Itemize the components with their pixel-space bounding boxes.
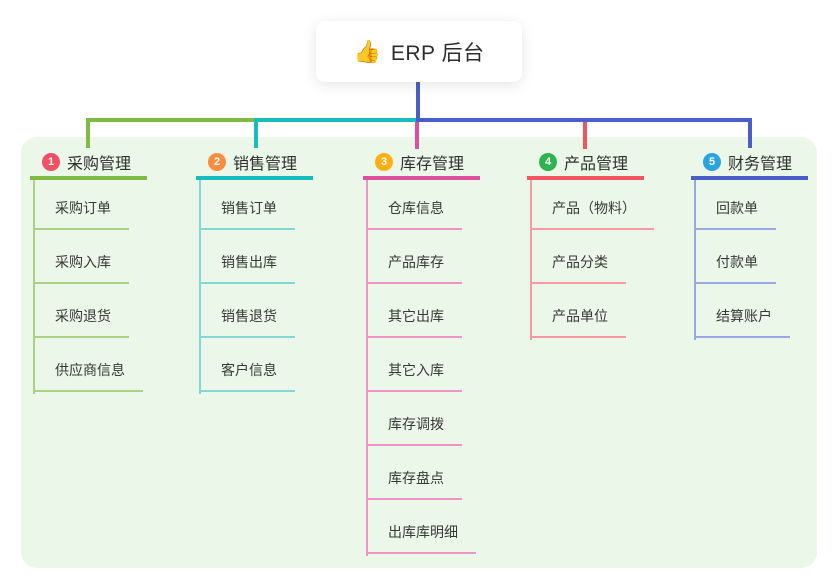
branch-drop-line-inventory <box>415 122 419 149</box>
branch-spine-line <box>199 180 201 394</box>
child-node[interactable]: 供应商信息 <box>33 360 143 392</box>
child-node[interactable]: 产品单位 <box>530 306 626 338</box>
branch-sales-management: 2 销售管理 销售订单 销售出库 销售退货 客户信息 <box>196 148 313 394</box>
child-row: 回款单 <box>694 180 808 230</box>
bus-line-middle <box>254 118 418 122</box>
branch-number-badge: 3 <box>375 153 393 171</box>
branch-product-management: 4 产品管理 产品（物料） 产品分类 产品单位 <box>527 148 654 340</box>
branch-drop-line-product <box>583 122 587 149</box>
branch-drop-line-purchase <box>86 118 90 148</box>
child-node[interactable]: 库存盘点 <box>366 468 462 500</box>
branch-inventory-management: 3 库存管理 仓库信息 产品库存 其它出库 其它入库 库存调拨 库存盘点 出库库… <box>363 148 480 556</box>
child-row: 仓库信息 <box>366 180 480 230</box>
child-row: 采购入库 <box>33 230 147 284</box>
child-node[interactable]: 库存调拨 <box>366 414 462 446</box>
branch-spine-line <box>366 180 368 556</box>
child-row: 付款单 <box>694 230 808 284</box>
child-node[interactable]: 销售退货 <box>199 306 295 338</box>
child-row: 销售订单 <box>199 180 313 230</box>
branch-finance-management: 5 财务管理 回款单 付款单 结算账户 <box>691 148 808 340</box>
child-row: 库存调拨 <box>366 392 480 446</box>
branch-node[interactable]: 2 销售管理 <box>196 148 313 180</box>
bus-line-left <box>86 118 256 122</box>
child-row: 其它出库 <box>366 284 480 338</box>
branch-number-badge: 5 <box>703 153 721 171</box>
thumbs-up-icon: 👍 <box>353 38 381 64</box>
child-row: 结算账户 <box>694 284 808 338</box>
child-node[interactable]: 付款单 <box>694 252 776 284</box>
child-node[interactable]: 其它出库 <box>366 306 462 338</box>
child-node[interactable]: 客户信息 <box>199 360 295 392</box>
root-node[interactable]: 👍 ERP 后台 <box>316 21 522 82</box>
branch-spine-line <box>694 180 696 340</box>
branch-children: 仓库信息 产品库存 其它出库 其它入库 库存调拨 库存盘点 出库库明细 <box>366 180 480 554</box>
branch-purchase-management: 1 采购管理 采购订单 采购入库 采购退货 供应商信息 <box>30 148 147 394</box>
child-row: 客户信息 <box>199 338 313 392</box>
child-row: 库存盘点 <box>366 446 480 500</box>
child-row: 采购退货 <box>33 284 147 338</box>
bus-line-right <box>416 118 752 122</box>
child-node[interactable]: 回款单 <box>694 198 776 230</box>
branch-spine-line <box>33 180 35 394</box>
branch-children: 回款单 付款单 结算账户 <box>694 180 808 338</box>
child-row: 其它入库 <box>366 338 480 392</box>
branch-node[interactable]: 3 库存管理 <box>363 148 480 180</box>
branch-node-label: 采购管理 <box>67 156 132 173</box>
branch-node-label: 库存管理 <box>400 156 465 173</box>
branch-drop-line-finance <box>748 118 752 148</box>
mindmap-panel <box>21 137 817 568</box>
branch-number-badge: 4 <box>539 153 557 171</box>
child-row: 出库库明细 <box>366 500 480 554</box>
branch-number-badge: 2 <box>208 153 226 171</box>
child-node[interactable]: 产品分类 <box>530 252 626 284</box>
branch-children: 产品（物料） 产品分类 产品单位 <box>530 180 654 338</box>
child-row: 产品库存 <box>366 230 480 284</box>
child-node[interactable]: 出库库明细 <box>366 522 476 554</box>
branch-node-label: 财务管理 <box>728 156 793 173</box>
child-node[interactable]: 产品库存 <box>366 252 462 284</box>
branch-node-label: 产品管理 <box>564 156 629 173</box>
branch-drop-line-sales <box>254 118 258 148</box>
root-connector-line <box>416 82 420 120</box>
branch-node-label: 销售管理 <box>233 156 298 173</box>
child-row: 销售出库 <box>199 230 313 284</box>
child-node[interactable]: 其它入库 <box>366 360 462 392</box>
child-node[interactable]: 采购入库 <box>33 252 129 284</box>
branch-children: 采购订单 采购入库 采购退货 供应商信息 <box>33 180 147 392</box>
child-row: 销售退货 <box>199 284 313 338</box>
child-node[interactable]: 结算账户 <box>694 306 790 338</box>
child-row: 产品（物料） <box>530 180 654 230</box>
branch-node[interactable]: 4 产品管理 <box>527 148 644 180</box>
child-node[interactable]: 采购退货 <box>33 306 129 338</box>
branch-node[interactable]: 1 采购管理 <box>30 148 147 180</box>
branch-number-badge: 1 <box>42 153 60 171</box>
branch-spine-line <box>530 180 532 340</box>
branch-node[interactable]: 5 财务管理 <box>691 148 808 180</box>
child-row: 供应商信息 <box>33 338 147 392</box>
root-node-label: ERP 后台 <box>390 41 485 65</box>
child-row: 产品单位 <box>530 284 644 338</box>
child-node[interactable]: 销售出库 <box>199 252 295 284</box>
child-node[interactable]: 采购订单 <box>33 198 129 230</box>
child-node[interactable]: 销售订单 <box>199 198 295 230</box>
child-node[interactable]: 仓库信息 <box>366 198 462 230</box>
child-node[interactable]: 产品（物料） <box>530 198 654 230</box>
child-row: 产品分类 <box>530 230 644 284</box>
branch-children: 销售订单 销售出库 销售退货 客户信息 <box>199 180 313 392</box>
child-row: 采购订单 <box>33 180 147 230</box>
